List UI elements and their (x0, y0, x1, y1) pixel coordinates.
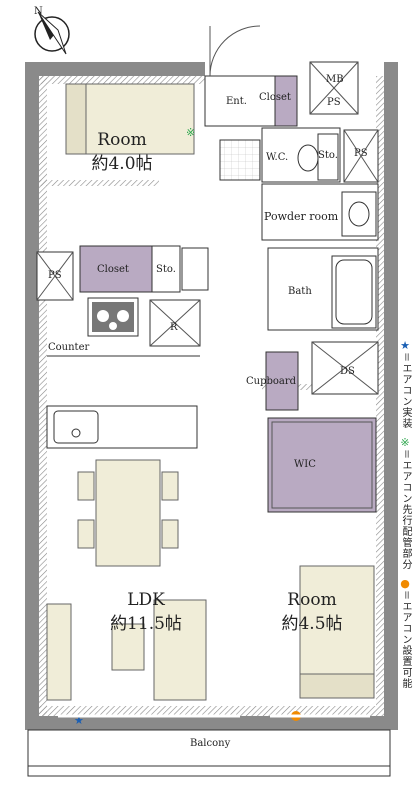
ds-label: DS (340, 366, 355, 377)
closet-entry-label: Closet (259, 92, 291, 103)
appliance-box (181, 247, 209, 291)
ac-piping-marker-north: ※ (186, 126, 195, 139)
mb-label: MB (326, 74, 344, 85)
sto-wc-label: Sto. (318, 150, 338, 161)
compass-north-label: N (34, 6, 43, 17)
ps-top-label: PS (327, 97, 341, 108)
kitchen-counter (46, 405, 198, 449)
ent-label: Ent. (226, 96, 247, 107)
stove (87, 297, 139, 337)
r-label: R (170, 322, 178, 333)
bed-north (65, 83, 195, 155)
ldk-label: LDK 約11.5帖 (96, 588, 196, 636)
room-north-name: Room (97, 130, 147, 150)
wc-label: W.C. (266, 152, 289, 163)
entrance (204, 25, 276, 127)
compass (34, 11, 70, 55)
powder-room-label: Powder room (264, 210, 339, 223)
legend-symbol: ※ (400, 436, 410, 449)
legend-item: ●＝エアコン設置可能 (396, 577, 414, 690)
legend-text: ＝エアコン設置可能 (400, 590, 411, 689)
ldk-name: LDK (127, 590, 165, 610)
sto-mid-label: Sto. (156, 264, 176, 275)
wic (267, 417, 377, 513)
ac-installed-marker-ldk: ★ (74, 714, 84, 727)
room-south-name: Room (287, 590, 337, 610)
entry-closet (274, 75, 298, 127)
legend-text: ＝エアコン先行配管部分 (400, 449, 411, 570)
step (219, 139, 261, 181)
wic-label: WIC (294, 459, 316, 470)
dining-set (77, 459, 179, 567)
balcony (27, 729, 391, 777)
legend-item: ★＝エアコン実装 (396, 339, 414, 430)
closet-mid-label: Closet (97, 264, 129, 275)
room-north-label: Room 約4.0帖 (82, 128, 162, 176)
ps-right-label: PS (354, 148, 368, 159)
legend-symbol: ★ (400, 339, 410, 352)
room-south-label: Room 約4.5帖 (272, 588, 352, 636)
room-south-size: 約4.5帖 (281, 614, 343, 634)
ldk-size: 約11.5帖 (110, 614, 182, 634)
sto-mid (151, 245, 181, 293)
legend-text: ＝エアコン実装 (400, 352, 411, 429)
cupboard-label: Cupboard (246, 376, 297, 387)
room-north-size: 約4.0帖 (91, 154, 153, 174)
ps-left-label: PS (48, 270, 62, 281)
exterior-walls (25, 62, 398, 730)
closet-mid (79, 245, 153, 293)
counter-label: Counter (48, 342, 90, 353)
legend-item: ※＝エアコン先行配管部分 (396, 436, 414, 571)
balcony-label: Balcony (190, 738, 231, 749)
living-furniture (46, 599, 207, 701)
legend-symbol: ● (400, 577, 410, 590)
bath-label: Bath (288, 286, 312, 297)
legend: ★＝エアコン実装 ※＝エアコン先行配管部分 ●＝エアコン設置可能 (396, 340, 414, 697)
wc-storage (317, 133, 339, 181)
cupboard (265, 351, 299, 411)
